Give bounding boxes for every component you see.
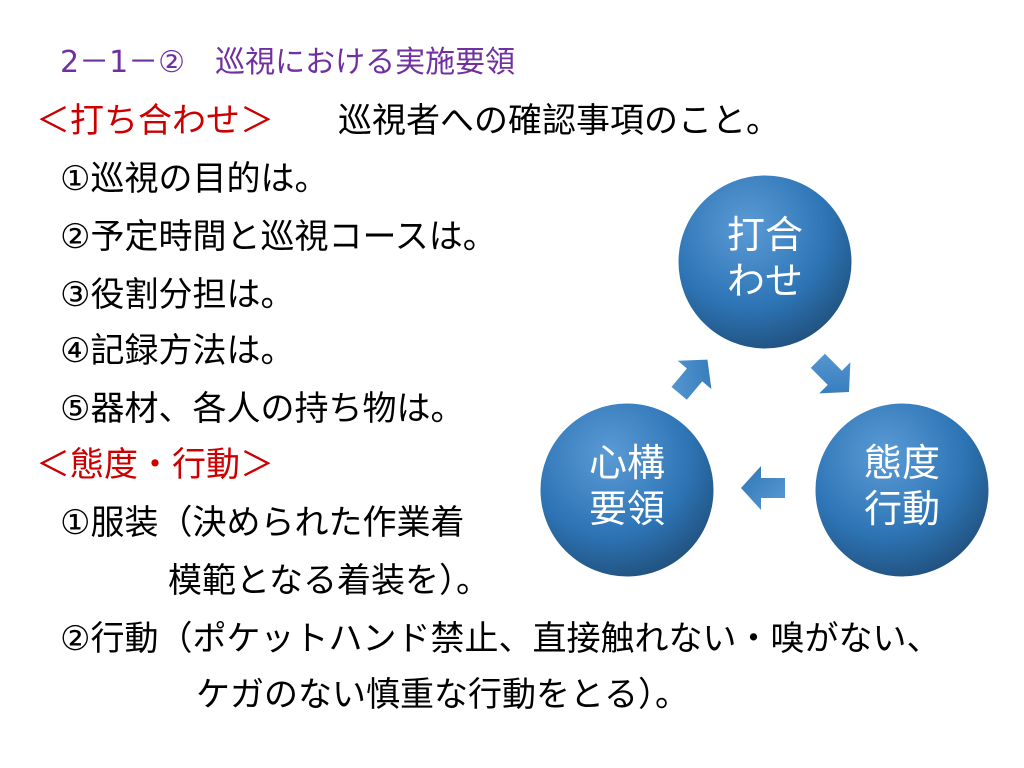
list-item: ②行動（ポケットハンド禁止、直接触れない・嗅がない、 xyxy=(60,619,941,659)
list-item: ④記録方法は。 xyxy=(60,331,295,371)
list-item-continuation: 模範となる着装を）。 xyxy=(168,561,490,601)
list-item: ⑤器材、各人の持ち物は。 xyxy=(60,389,465,429)
list-item: ①巡視の目的は。 xyxy=(60,159,329,199)
list-item: ①服装（決められた作業着 xyxy=(60,503,465,543)
section-heading-meeting: ＜打ち合わせ＞ xyxy=(36,101,274,141)
cycle-node-label: 態度 xyxy=(864,441,940,485)
cycle-node-label: 打合 xyxy=(727,213,803,257)
section-subtitle: 巡視者への確認事項のこと。 xyxy=(338,101,780,141)
cycle-node-meeting: 打合 わせ xyxy=(675,172,855,352)
cycle-node-attitude: 態度 行動 xyxy=(812,400,992,580)
cycle-node-label: 行動 xyxy=(864,487,940,531)
cycle-node-label: 心構 xyxy=(589,441,665,485)
page-title: 2－1－② 巡視における実施要領 xyxy=(60,45,516,80)
list-item: ③役割分担は。 xyxy=(60,275,295,315)
cycle-arrow-down-right-icon xyxy=(810,353,851,394)
cycle-diagram: 打合 わせ 態度 行動 心構 要領 xyxy=(537,172,992,580)
cycle-arrow-left-icon xyxy=(741,466,785,510)
list-item: ②予定時間と巡視コースは。 xyxy=(60,217,497,257)
cycle-node-label: 要領 xyxy=(589,487,665,531)
cycle-node-label: わせ xyxy=(727,259,803,303)
list-item-continuation: ケガのない慎重な行動をとる）。 xyxy=(196,675,689,715)
section-heading-attitude: ＜態度・行動＞ xyxy=(36,445,274,485)
cycle-node-mindset: 心構 要領 xyxy=(537,400,717,580)
cycle-arrow-up-right-icon xyxy=(671,359,712,400)
